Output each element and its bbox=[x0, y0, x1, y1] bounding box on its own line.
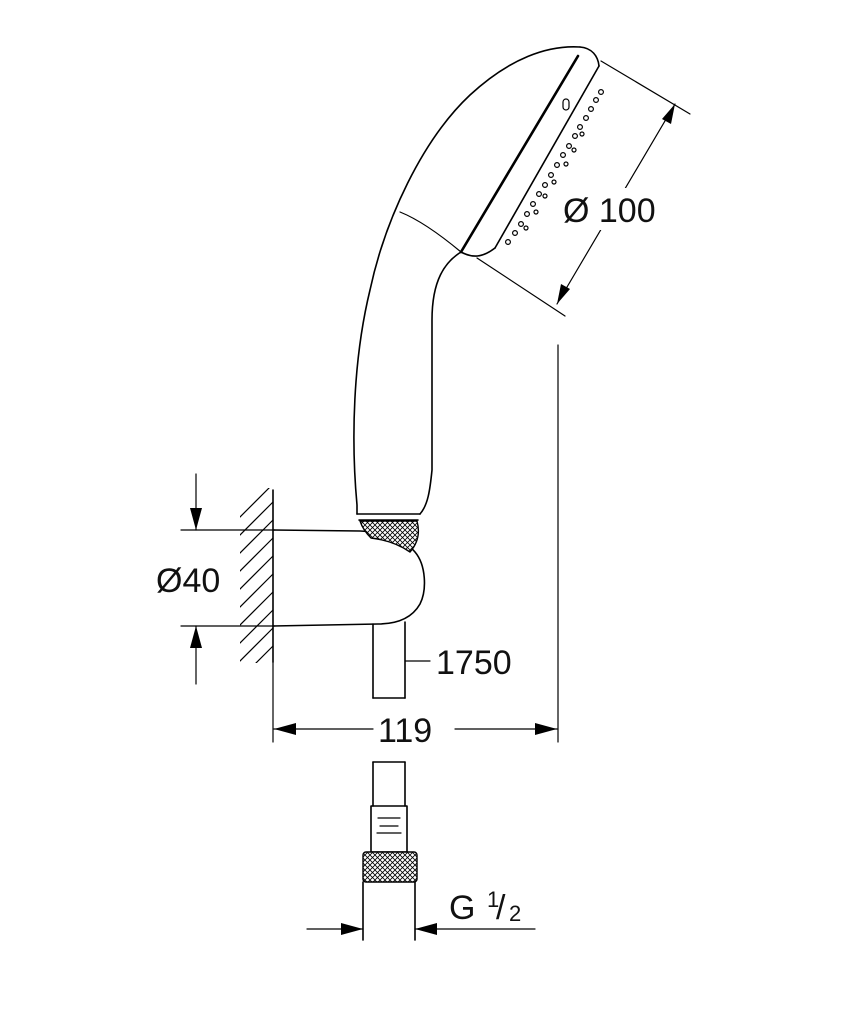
spray-nozzles bbox=[505, 88, 604, 246]
dim-projection: 119 bbox=[272, 344, 559, 750]
mode-indicator-icon bbox=[562, 98, 570, 111]
wall-hatching bbox=[240, 488, 274, 663]
dim-head-diameter-label: Ø 100 bbox=[563, 192, 656, 230]
dim-thread-denominator: 2 bbox=[509, 901, 521, 926]
dim-projection-label: 119 bbox=[378, 712, 432, 750]
dim-head-diameter: Ø 100 bbox=[476, 60, 691, 317]
dim-thread-base: G bbox=[449, 889, 475, 927]
hand-shower-body bbox=[353, 46, 581, 521]
hose-lower bbox=[370, 761, 408, 853]
dim-hose-length: 1750 bbox=[404, 644, 512, 682]
dim-thread-numerator: 1 bbox=[487, 887, 499, 912]
shower-head bbox=[459, 46, 604, 257]
connector-nut-knurl bbox=[362, 851, 418, 883]
dim-holder-diameter: Ø40 bbox=[156, 473, 276, 685]
dim-thread-slash: / bbox=[496, 889, 506, 927]
thread-connector bbox=[362, 881, 416, 941]
dim-holder-diameter-label: Ø40 bbox=[156, 562, 220, 600]
dim-thread: G 1 / 2 bbox=[306, 887, 536, 935]
hose-upper bbox=[372, 621, 406, 699]
dim-hose-length-label: 1750 bbox=[436, 644, 512, 682]
handle-knurl bbox=[359, 520, 419, 553]
